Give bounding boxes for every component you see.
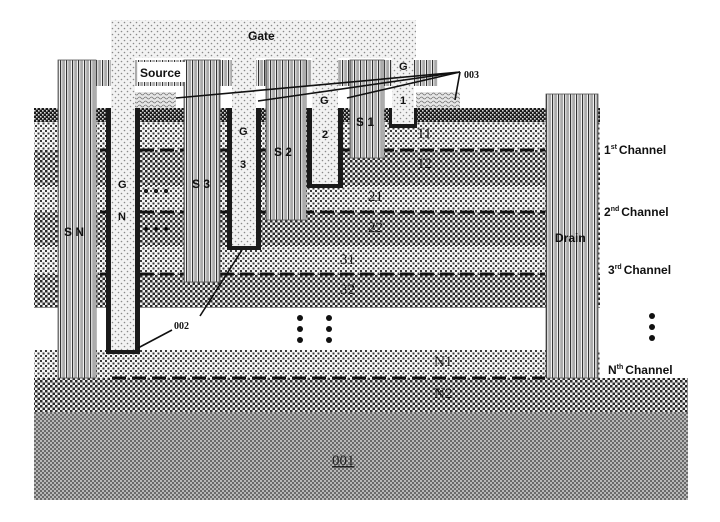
layer-21-label: 21 — [368, 189, 383, 205]
gate-label: Gate — [248, 29, 275, 43]
source-1-electrode — [349, 59, 385, 159]
gate-top-bar — [112, 20, 416, 58]
layer-32-label: 32 — [340, 282, 355, 298]
source-label-bg — [138, 62, 186, 82]
layer-31-label: 31 — [340, 252, 355, 268]
substrate-layer — [34, 412, 688, 500]
contact-pad-right — [416, 92, 460, 108]
gate-fingers — [106, 20, 417, 354]
layer-12-label: 12 — [417, 156, 432, 172]
source-n-electrode — [57, 59, 97, 379]
source-3-electrode — [183, 59, 221, 283]
layer-22-label: 22 — [368, 220, 383, 236]
gate-3-letter: G — [239, 126, 248, 138]
ref-003-label: 003 — [464, 70, 479, 81]
source-2-electrode — [265, 59, 307, 221]
gate-1-letter: G — [399, 61, 408, 73]
gate-n-index: N — [118, 211, 126, 223]
drain-electrode — [545, 93, 599, 379]
substrate-label: 001 — [332, 453, 355, 469]
layer-n1-label: N1 — [434, 354, 452, 370]
gate-3-finger — [232, 58, 256, 246]
gate-1-index: 1 — [400, 95, 406, 107]
gate-2-index: 2 — [322, 129, 328, 141]
source-2-label: S 2 — [274, 145, 292, 159]
gate-3-index: 3 — [240, 159, 246, 171]
channel-n-upper-layer — [34, 350, 600, 378]
layer-11-label: 11 — [417, 126, 431, 142]
source-1-label: S 1 — [356, 115, 374, 129]
reference-leaders — [137, 71, 461, 349]
source-label: Source — [140, 66, 181, 80]
ellipsis-dots — [297, 313, 655, 343]
gate-n-dot-marks — [144, 189, 168, 231]
gate-1-finger — [392, 58, 414, 124]
contact-pad-source — [134, 92, 176, 108]
source-3-label: S 3 — [192, 177, 210, 191]
source-n-label: S N — [64, 225, 84, 239]
drain-label: Drain — [555, 231, 586, 245]
gate-2-finger — [312, 58, 338, 184]
gate-n-finger — [111, 20, 135, 350]
gate-n-letter: G — [118, 179, 127, 191]
channel-n-lower-layer — [34, 378, 688, 412]
ref-002-label: 002 — [174, 321, 189, 332]
gate-2-letter: G — [320, 95, 329, 107]
layer-n2-label: N2 — [434, 386, 452, 402]
